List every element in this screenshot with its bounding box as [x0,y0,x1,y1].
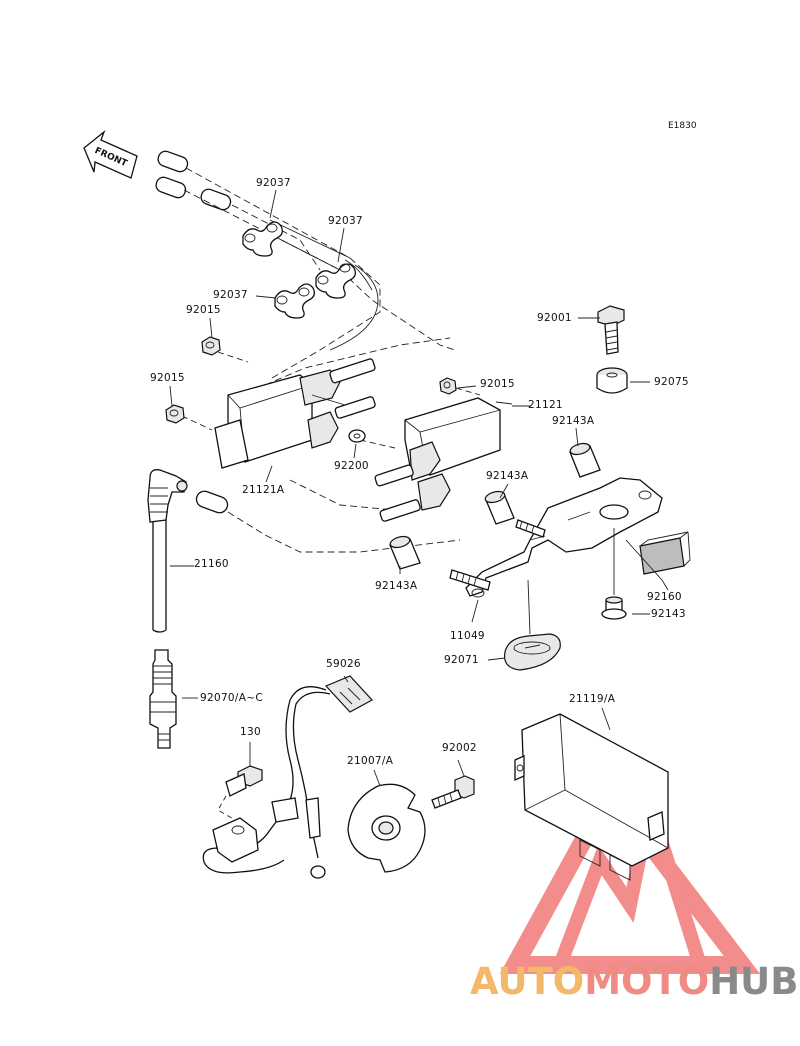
cdi-unit-21119 [514,713,669,881]
bolt-92001 [597,305,625,355]
watermark-triangle [499,775,761,974]
ignition-coil-21121 [374,397,513,522]
nut-92015-c [439,377,457,395]
part-label-21121: 21121 [528,399,563,411]
washer-92200 [348,429,366,443]
part-label-21160: 21160 [194,558,229,570]
part-label-92001: 92001 [537,312,572,324]
pickup-coil-harness [202,675,373,879]
bolt-11049 [449,569,491,591]
watermark-moto: MOTO [584,960,710,1003]
spark-plug-92070 [149,649,177,749]
leader-lines [169,189,669,787]
rotor-21007 [347,783,426,873]
watermark-logo: AUTOMOTOHUB [470,960,798,1003]
part-label-92200: 92200 [334,460,369,472]
collar-92143 [601,596,627,620]
front-arrow-icon [83,130,138,179]
collar-92143a-c [389,535,421,570]
clamp-92037-b [315,263,356,299]
watermark-hub: HUB [709,960,799,1003]
part-label-92015-b: 92015 [150,372,185,384]
watermark-auto: AUTO [470,960,585,1003]
part-label-92037-c: 92037 [213,289,248,301]
part-label-92037-a: 92037 [256,177,291,189]
part-label-92143a-c: 92143A [375,580,418,592]
clamp-92037-a [242,221,283,257]
grommet-92075 [596,367,628,394]
part-label-92075: 92075 [654,376,689,388]
part-label-21121a: 21121A [242,484,285,496]
nut-92015-b [165,404,185,424]
bracket [465,477,663,598]
part-label-92143: 92143 [651,608,686,620]
bolt-92002 [431,775,475,809]
part-label-21119: 21119/A [569,693,616,705]
cap-92071 [503,633,561,671]
part-label-92071: 92071 [444,654,479,666]
part-label-92015-c: 92015 [480,378,515,390]
clamp-92037-c [274,283,315,319]
wire-caps [155,150,232,514]
collar-92143a-b [484,490,515,525]
part-label-92143a-b: 92143A [486,470,529,482]
plug-cap-21160 [147,469,188,633]
diagram-code: E1830 [668,121,697,131]
part-label-59026: 59026 [326,658,361,670]
part-label-130: 130 [240,726,261,738]
ignition-coil-21121a [214,358,376,469]
part-label-92143a-a: 92143A [552,415,595,427]
damper-92160 [639,531,691,575]
part-label-92037-b: 92037 [328,215,363,227]
collar-92143a-a [569,442,601,478]
part-label-92160: 92160 [647,591,682,603]
nut-92015-a [201,336,221,356]
part-label-21007: 21007/A [347,755,394,767]
bolt-small [515,519,546,538]
part-label-11049: 11049 [450,630,485,642]
part-label-92002: 92002 [442,742,477,754]
part-label-92015-a: 92015 [186,304,221,316]
part-label-92070: 92070/A~C [200,692,263,704]
